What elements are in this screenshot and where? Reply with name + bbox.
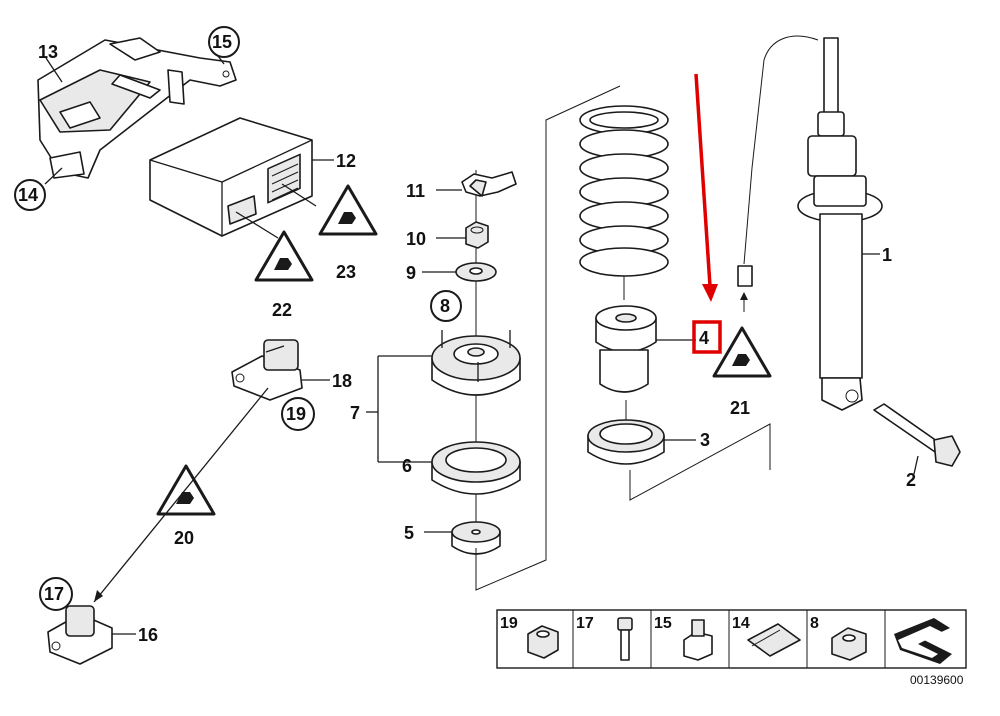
- clip-11: [461, 171, 517, 197]
- wrench-warning-icon-22: [254, 230, 314, 282]
- top-mount-7: [431, 330, 521, 396]
- callout-5: 5: [404, 523, 414, 543]
- callout-15-circle: [208, 26, 240, 58]
- callout-19-circle: [281, 397, 315, 431]
- callout-14: 14: [18, 185, 38, 205]
- coil-spring: [579, 105, 669, 277]
- callout-11: 11: [406, 181, 425, 201]
- callout-6: 6: [402, 456, 412, 476]
- flange-nut-icon: [831, 627, 867, 661]
- bump-stop-4: [595, 305, 657, 393]
- legend-item-19: 19: [500, 615, 518, 632]
- callout-1: 1: [882, 245, 892, 265]
- legend-item-17: 17: [576, 615, 594, 632]
- callout-16: 16: [138, 625, 158, 645]
- callout-21: 21: [730, 398, 750, 418]
- legend-item-8: 8: [810, 615, 819, 632]
- legend-item-14: 14: [732, 615, 750, 632]
- wrench-warning-icon-20: [156, 464, 216, 516]
- sensor-wire: [743, 35, 819, 265]
- spring-seat-3: [587, 419, 665, 465]
- callout-22: 22: [272, 300, 292, 320]
- washer-9: [455, 262, 497, 282]
- wrench-warning-icon-23: [318, 184, 378, 236]
- nut-icon: [527, 625, 559, 659]
- shock-absorber-1: [797, 37, 883, 411]
- callout-18: 18: [332, 371, 352, 391]
- legend-item-15: 15: [654, 615, 672, 632]
- callout-13: 13: [38, 42, 58, 62]
- callout-9: 9: [406, 263, 416, 283]
- wrench-warning-icon-21: [712, 326, 772, 378]
- callout-19: 19: [286, 404, 306, 424]
- callout-23: 23: [336, 262, 356, 282]
- callout-7: 7: [350, 403, 360, 423]
- callout-15: 15: [212, 32, 232, 52]
- sensor-16: [47, 605, 113, 665]
- callout-8-circle: [430, 290, 462, 322]
- callout-17-circle: [39, 577, 73, 611]
- callout-12: 12: [336, 151, 356, 171]
- red-pointer-arrow: [694, 73, 718, 302]
- nut-10: [465, 221, 489, 249]
- reference-number: 00139600: [910, 673, 964, 687]
- parts-legend: 19 17 15 14 8: [496, 609, 967, 669]
- callout-8: 8: [440, 296, 450, 316]
- clip-icon: [747, 623, 801, 657]
- callout-14-circle: [14, 179, 46, 211]
- wire-connector: [737, 265, 753, 287]
- bracket-13: [37, 37, 237, 185]
- screw-icon: [617, 617, 633, 631]
- callout-17: 17: [44, 584, 64, 604]
- callout-2: 2: [906, 470, 916, 490]
- spring-pad-6: [431, 441, 521, 495]
- bolt-2: [873, 403, 961, 467]
- sensor-18: [231, 339, 303, 401]
- callout-3: 3: [700, 430, 710, 450]
- callout-4: 4: [699, 328, 709, 348]
- control-unit-12: [149, 117, 313, 237]
- callout-10: 10: [406, 229, 426, 249]
- callout-20: 20: [174, 528, 194, 548]
- highlight-box: [692, 320, 722, 354]
